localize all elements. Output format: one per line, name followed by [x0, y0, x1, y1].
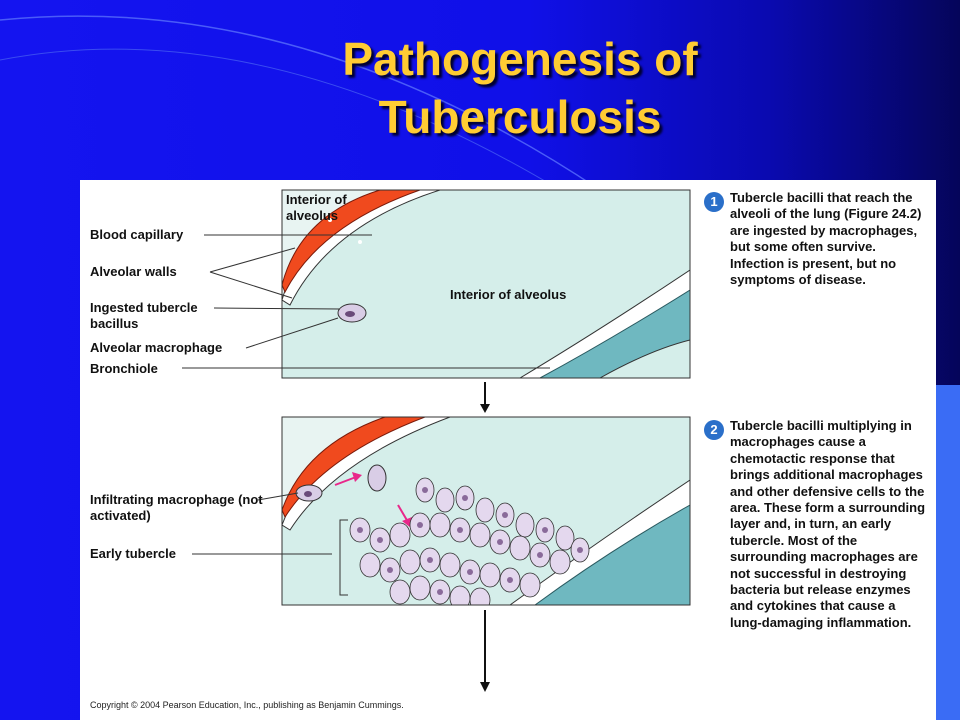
title-line-2: Tuberculosis — [378, 91, 662, 143]
panel-1-leader-lines — [182, 234, 550, 369]
blood-capillary-label: Blood capillary — [90, 227, 184, 242]
tubercle-cells — [349, 477, 590, 605]
step-2-text: Tubercle bacilli multiplying in macropha… — [730, 418, 926, 630]
ingested-bacillus-label: Ingested tubercle bacillus — [90, 300, 198, 331]
interior-of-alveolus-label-center: Interior of alveolus — [450, 287, 567, 302]
panel-2-illustration — [282, 417, 690, 605]
early-tubercle-label: Early tubercle — [90, 546, 176, 561]
title-line-1: Pathogenesis of — [342, 33, 698, 85]
tubercle-nuclei — [357, 487, 583, 595]
step-1-badge: 1 — [704, 192, 724, 212]
alveolar-walls-label: Alveolar walls — [90, 264, 177, 279]
panel-1-illustration — [282, 190, 690, 378]
step-1-text: Tubercle bacilli that reach the alveoli … — [730, 190, 922, 288]
panel-2-leader-lines — [192, 492, 348, 596]
diagram-illustration — [182, 189, 691, 692]
diagram-figure: Interior of alveolus Interior of alveolu… — [80, 180, 936, 720]
infiltrating-macrophage-label: Infiltrating macrophage (not activated) — [90, 492, 263, 523]
alveolar-macrophage-label: Alveolar macrophage — [90, 340, 223, 355]
step-2-badge: 2 — [704, 420, 724, 440]
interior-of-alveolus-label-top: Interior of alveolus — [286, 192, 347, 223]
side-accent-bar — [935, 385, 960, 720]
bronchiole-label: Bronchiole — [90, 361, 158, 376]
copyright-notice: Copyright © 2004 Pearson Education, Inc.… — [90, 700, 404, 710]
slide-title: Pathogenesis of Tuberculosis — [230, 30, 810, 146]
